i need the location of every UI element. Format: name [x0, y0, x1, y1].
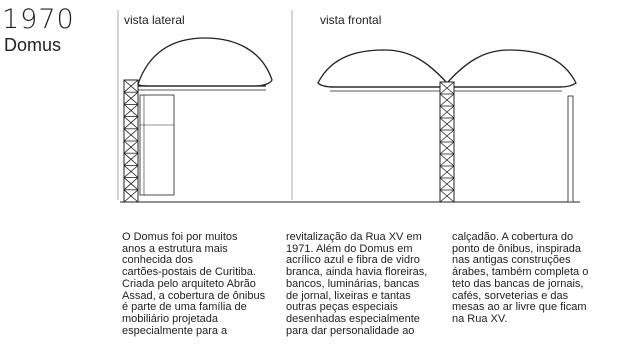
- lattice-brace: [123, 116, 139, 130]
- text-column-3: calçadão. A cobertura do ponto de ônibus…: [452, 231, 589, 326]
- lattice-brace: [123, 79, 139, 93]
- text-column-1-body: O Domus foi por muitos anos a estrutura …: [122, 231, 266, 337]
- lattice-brace: [439, 153, 455, 167]
- lattice-brace: [123, 189, 139, 203]
- front-side-post: [567, 95, 574, 203]
- year-title: 1970: [2, 4, 75, 35]
- lattice-brace: [439, 165, 455, 179]
- side-dome: [137, 37, 273, 87]
- lattice-brace: [123, 140, 139, 154]
- lattice-brace: [439, 81, 455, 95]
- lattice-brace: [123, 165, 139, 178]
- lattice-brace: [439, 141, 455, 155]
- lattice-brace: [123, 104, 139, 117]
- lattice-brace: [439, 117, 455, 131]
- text-column-2: revitalização da Rua XV em 1971. Além do…: [286, 231, 428, 337]
- lattice-brace: [123, 177, 139, 191]
- text-column-3-body: calçadão. A cobertura do ponto de ônibus…: [452, 231, 589, 325]
- lattice-brace: [439, 93, 455, 107]
- lattice-brace: [123, 91, 139, 105]
- lattice-brace: [439, 177, 455, 191]
- lattice-brace: [123, 128, 139, 142]
- front-view-label: vista frontal: [320, 13, 382, 27]
- side-view-label: vista lateral: [124, 13, 185, 27]
- side-view: [123, 37, 273, 203]
- lattice-brace: [439, 129, 455, 143]
- lattice-brace: [439, 105, 455, 119]
- structure-name: Domus: [4, 35, 62, 55]
- lattice-brace: [123, 152, 139, 166]
- front-double-dome: [317, 49, 577, 88]
- front-view: [317, 49, 577, 203]
- lattice-brace: [439, 189, 455, 203]
- text-column-2-body: revitalização da Rua XV em 1971. Além do…: [286, 231, 428, 337]
- side-panel: [139, 94, 175, 196]
- text-column-1: O Domus foi por muitos anos a estrutura …: [122, 231, 266, 337]
